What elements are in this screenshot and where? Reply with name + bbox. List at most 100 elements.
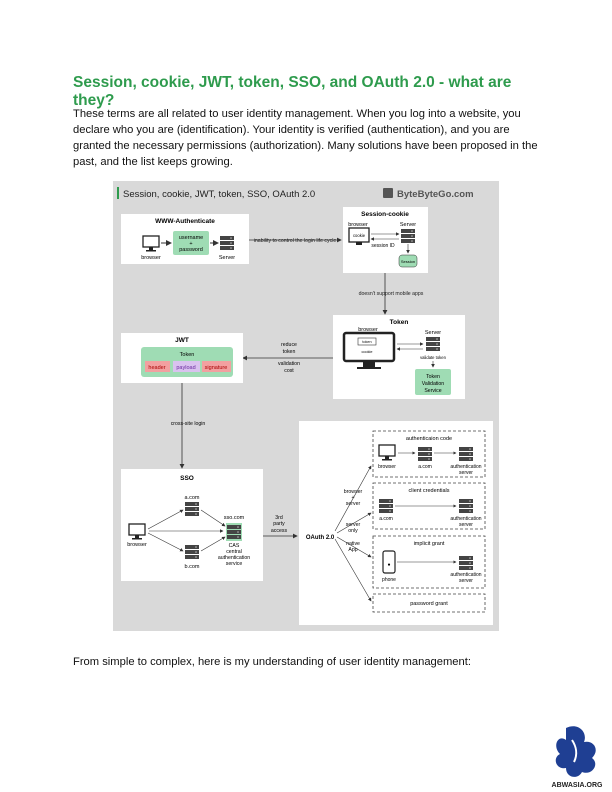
svg-text:authentication: authentication [450,516,481,522]
svg-text:App: App [348,547,357,553]
svg-text:JWT: JWT [175,337,189,344]
svg-text:+: + [189,241,192,247]
server-icon [379,499,393,513]
arrow-label-lifecycle: inability to control the login life cycl… [254,238,337,244]
svg-text:header: header [148,365,165,371]
svg-text:authenticaion code: authenticaion code [406,436,452,442]
svg-text:Server: Server [219,255,235,261]
svg-text:authentication: authentication [450,572,481,578]
svg-text:party: party [273,521,285,527]
abwasia-logo: ABWASIA.ORG [552,726,604,789]
server-icon [418,447,432,461]
arrow-label-3rd-party: 3rd [275,515,283,521]
svg-text:service: service [226,561,243,567]
grant-password: password grant [372,593,486,613]
token-validation-service [415,369,451,395]
diagram-header: Session, cookie, JWT, token, SSO, OAuth … [123,189,315,200]
svg-text:server: server [346,501,361,507]
svg-text:a.com: a.com [418,464,432,470]
grant-client-credentials: client credentials a.com authentication … [372,482,486,530]
svg-text:Session: Session [401,259,415,264]
svg-text:token: token [362,340,371,344]
arrow-label-reduce: reduce [281,342,297,348]
svg-text:Server: Server [425,330,441,336]
svg-text:CAS: CAS [229,543,240,549]
oauth-box: OAuth 2.0 browser + server server only n… [299,421,493,625]
svg-text:cookie: cookie [362,350,373,354]
svg-text:b.com: b.com [185,564,200,570]
svg-text:server: server [459,578,473,584]
svg-text:browser: browser [344,489,363,495]
svg-text:access: access [271,528,288,534]
auth-server-icon [459,447,473,461]
jwt-signature [202,361,231,372]
svg-text:browser: browser [358,327,378,333]
svg-text:a.com: a.com [185,495,200,501]
svg-text:Token: Token [426,374,440,380]
jwt-header [145,361,170,372]
svg-text:phone: phone [382,577,396,583]
svg-text:OAuth 2.0: OAuth 2.0 [306,535,335,541]
server-icon-a [185,502,199,516]
phone-icon [382,550,396,574]
svg-text:●: ● [387,562,390,568]
svg-text:Server: Server [400,222,416,228]
svg-text:authentication: authentication [218,555,250,561]
svg-text:signature: signature [205,365,228,371]
svg-text:client credentials: client credentials [409,488,450,494]
intro-paragraph: These terms are all related to user iden… [73,108,538,168]
svg-text:browser: browser [378,464,396,470]
token-box: Token browser token cookie Server valida… [333,315,465,399]
svg-text:implicit grant: implicit grant [414,541,445,547]
svg-text:validate token: validate token [420,355,447,360]
svg-text:native: native [346,541,360,547]
svg-text:password: password [179,247,203,253]
svg-text:password grant: password grant [410,601,448,607]
svg-text:central: central [226,549,242,555]
browser-icon [342,331,396,363]
svg-text:payload: payload [176,365,195,371]
svg-text:ABWASIA.ORG: ABWASIA.ORG [552,782,604,789]
arrow-label-mobile: doesn't support mobile apps [359,291,424,297]
jwt-payload [173,361,200,372]
credentials-box [173,231,209,255]
svg-text:Service: Service [424,388,441,394]
svg-text:session ID: session ID [371,243,395,249]
server-icon [220,236,234,250]
svg-text:WWW-Authenticate: WWW-Authenticate [155,218,215,225]
svg-text:server: server [459,522,473,528]
server-icon [401,229,415,243]
svg-text:cost: cost [284,368,294,374]
closing-paragraph: From simple to complex, here is my under… [73,656,471,668]
svg-text:server: server [459,470,473,476]
server-icon-b [185,545,199,559]
svg-text:username: username [179,235,203,241]
svg-text:authentication: authentication [450,464,481,470]
svg-text:token: token [283,349,296,355]
svg-text:a.com: a.com [379,516,393,522]
grant-implicit: implicit grant ● phone authentication se… [372,535,486,589]
svg-text:browser: browser [348,222,368,228]
server-icon [426,337,440,351]
jwt-box: JWT Token header payload signature [121,333,243,383]
auth-server-icon [459,556,473,570]
diagram-brand: ByteByteGo.com [397,189,474,200]
svg-text:Validation: Validation [422,381,445,387]
svg-text:Token: Token [390,319,409,326]
page-title: Session, cookie, JWT, token, SSO, and OA… [73,74,512,109]
svg-text:browser: browser [141,255,161,261]
www-authenticate-box: WWW-Authenticate browser username + pass… [121,214,249,264]
svg-text:server: server [346,522,361,528]
svg-text:sso.com: sso.com [224,515,245,521]
auth-server-icon [459,499,473,513]
arrow-label-cross-site: cross-site login [171,421,206,427]
session-db-icon [398,254,418,268]
svg-text:SSO: SSO [180,475,194,482]
sso-box: SSO browser a.com b.com sso.com CAS cent… [121,469,263,581]
grant-authorization-code: authenticaion code browser a.com authent… [372,430,486,478]
svg-text:Token: Token [180,352,195,358]
svg-text:validation: validation [278,361,300,367]
svg-text:cookie: cookie [353,233,366,238]
svg-text:only: only [348,528,358,534]
svg-text:browser: browser [127,542,147,548]
